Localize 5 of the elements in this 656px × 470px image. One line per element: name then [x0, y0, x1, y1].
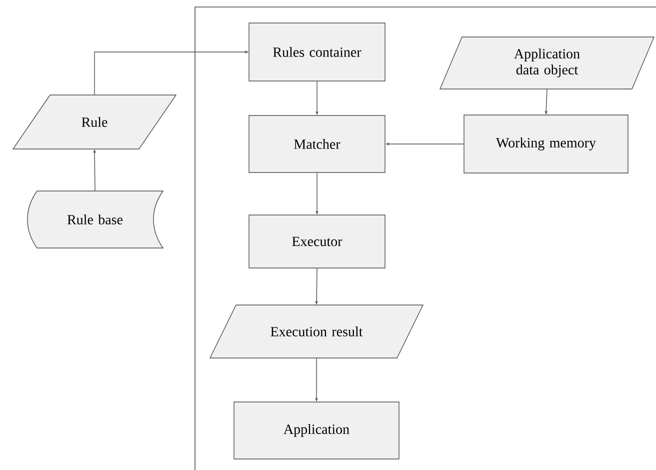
- process-box: Working memory: [464, 114, 628, 174]
- process-box: Rules container: [248, 22, 386, 82]
- process-box: Executor: [248, 214, 386, 268]
- process-box: Application: [234, 402, 400, 460]
- process-box: Matcher: [248, 115, 386, 173]
